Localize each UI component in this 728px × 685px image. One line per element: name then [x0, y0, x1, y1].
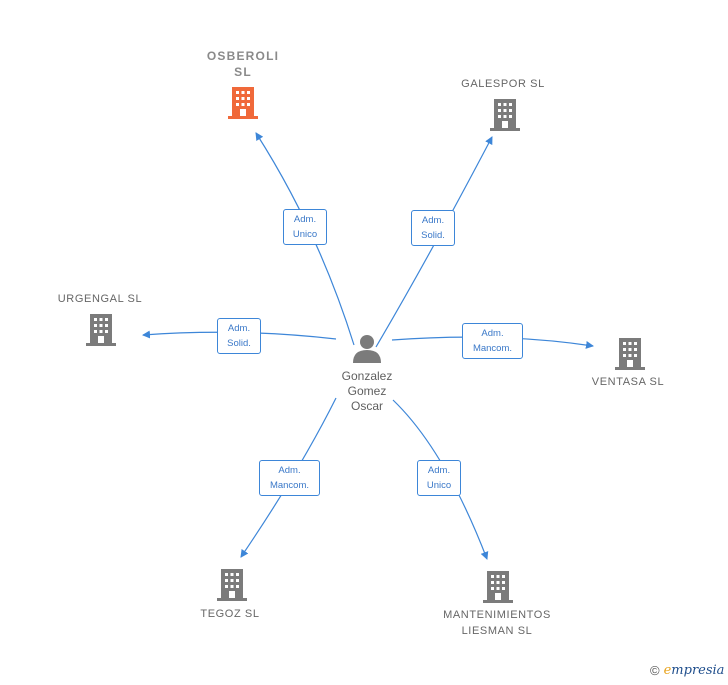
- edge-galespor: [375, 136, 493, 348]
- copyright-symbol: ©: [650, 663, 660, 678]
- relation-label-osberoli: Adm. Unico: [283, 209, 327, 245]
- company-label-urgengal[interactable]: URGENGAL SL: [57, 293, 143, 305]
- building-icon-ventasa[interactable]: [615, 336, 645, 370]
- building-icon-urgengal[interactable]: [86, 312, 116, 346]
- building-icon-mantenimientos[interactable]: [483, 569, 513, 603]
- brand-logo: empresia: [663, 663, 725, 678]
- company-label-ventasa[interactable]: VENTASA SL: [591, 376, 665, 388]
- company-label-galespor[interactable]: GALESPOR SL: [461, 78, 545, 90]
- relation-label-urgengal: Adm. Solid.: [217, 318, 261, 354]
- building-icon-galespor[interactable]: [490, 97, 520, 131]
- person-name[interactable]: Gonzalez Gomez Oscar: [341, 369, 393, 413]
- relation-label-ventasa: Adm. Mancom.: [462, 323, 523, 359]
- watermark: © empresia: [650, 663, 724, 678]
- building-icon-osberoli[interactable]: [228, 85, 258, 119]
- company-label-mantenimientos[interactable]: MANTENIMIENTOS LIESMAN SL: [443, 609, 551, 637]
- company-label-osberoli[interactable]: OSBEROLI SL: [206, 49, 280, 79]
- relation-label-mantenimientos: Adm. Unico: [417, 460, 461, 496]
- company-label-tegoz[interactable]: TEGOZ SL: [200, 608, 260, 620]
- person-icon[interactable]: [353, 335, 381, 363]
- building-icon-tegoz[interactable]: [217, 567, 247, 601]
- relation-label-galespor: Adm. Solid.: [411, 210, 455, 246]
- relation-label-tegoz: Adm. Mancom.: [259, 460, 320, 496]
